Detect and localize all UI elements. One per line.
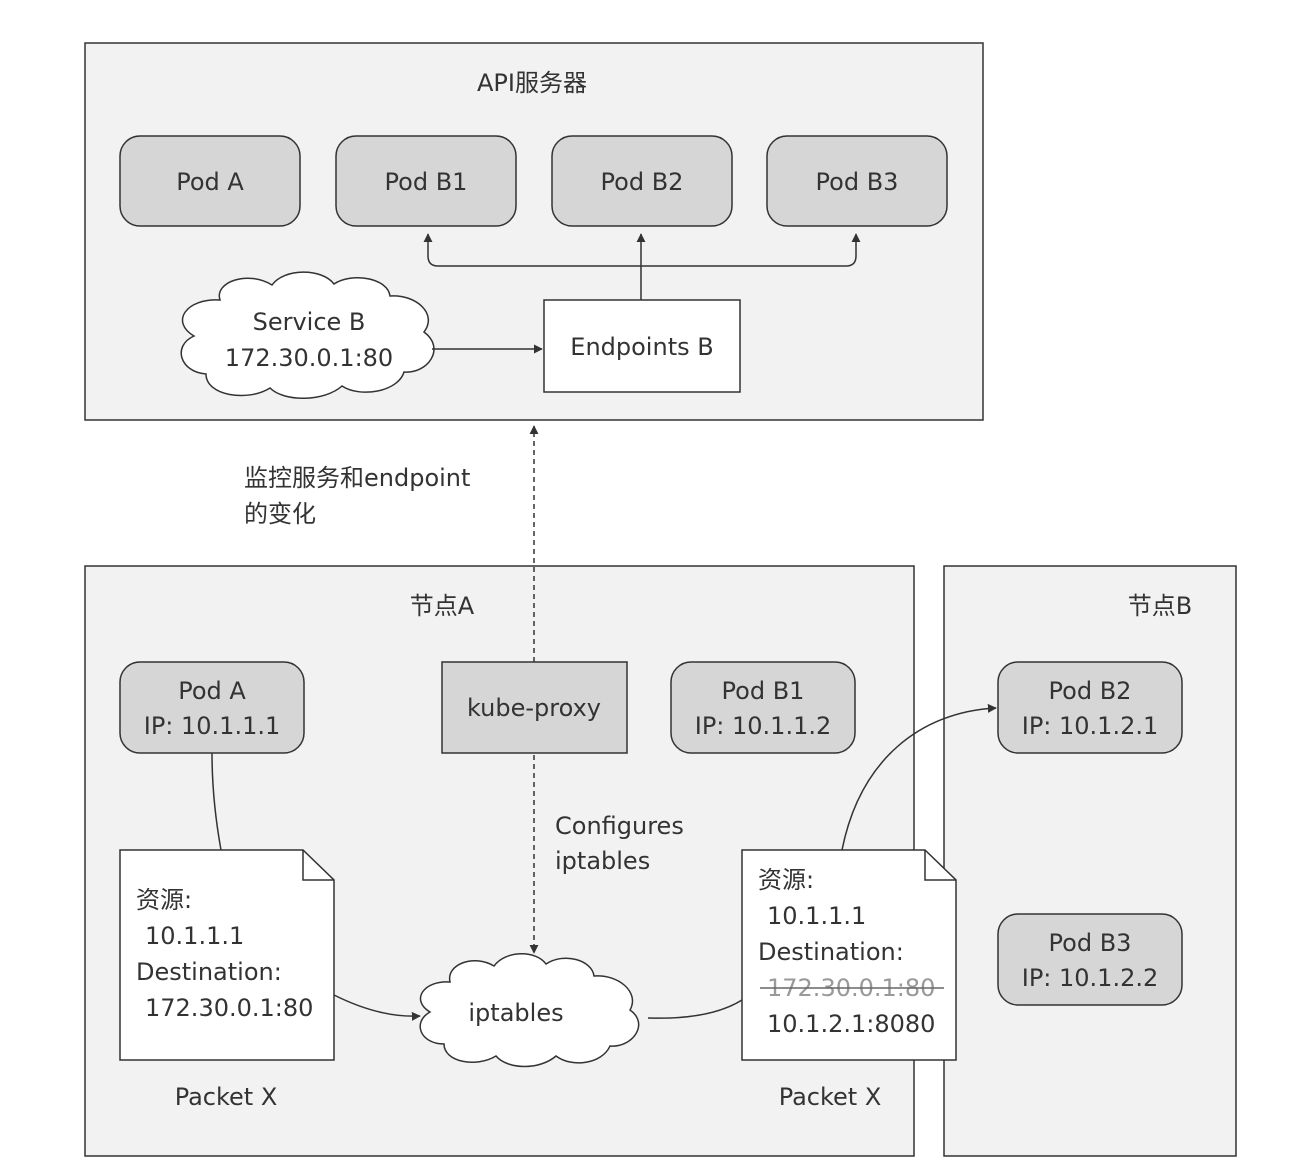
node-a-pod-a-ip: IP: 10.1.1.1 <box>144 712 281 740</box>
node-b-pod-b2: Pod B2 IP: 10.1.2.1 <box>997 661 1183 754</box>
api-pod-b1-label: Pod B1 <box>385 168 468 196</box>
node-b-panel <box>943 565 1237 1157</box>
iptables-label: iptables <box>468 999 563 1027</box>
api-server-title: API服务器 <box>477 69 587 97</box>
api-pod-a-label: Pod A <box>176 168 244 196</box>
watch-label-line2: 的变化 <box>244 500 316 528</box>
packet-left-dest-label: Destination: <box>136 958 282 986</box>
packet-to-iptables-arrow <box>333 994 421 1021</box>
api-pod-b2-label: Pod B2 <box>601 168 684 196</box>
iptables-to-packet-line <box>647 999 743 1019</box>
watch-label-line1: 监控服务和endpoint <box>244 464 470 492</box>
service-b-cloud: Service B 172.30.0.1:80 <box>180 271 435 399</box>
packet-left-dest-ip: 172.30.0.1:80 <box>145 994 313 1022</box>
kube-proxy-box: kube-proxy <box>441 661 628 754</box>
endpoints-b-box: Endpoints B <box>543 299 741 393</box>
configures-label-line1: Configures <box>555 812 684 840</box>
api-pod-b3: Pod B3 <box>766 135 948 227</box>
service-b-ip: 172.30.0.1:80 <box>225 344 393 372</box>
pod-a-to-packet-line <box>211 752 222 851</box>
configures-label-line2: iptables <box>555 847 650 875</box>
packet-left: 资源: 10.1.1.1 Destination: 172.30.0.1:80 <box>119 849 335 1061</box>
node-b-pod-b2-ip: IP: 10.1.2.1 <box>1022 712 1159 740</box>
api-pod-a: Pod A <box>119 135 301 227</box>
node-a-pod-a-name: Pod A <box>178 677 246 705</box>
node-a-pod-b1-name: Pod B1 <box>722 677 805 705</box>
iptables-cloud: iptables <box>419 953 640 1068</box>
packet-right-source-ip: 10.1.1.1 <box>767 902 866 930</box>
packet-right: 资源: 10.1.1.1 Destination: 172.30.0.1:80 … <box>741 849 957 1061</box>
packet-left-source-ip: 10.1.1.1 <box>145 922 244 950</box>
packet-left-source-label: 资源: <box>136 886 192 914</box>
node-a-pod-b1: Pod B1 IP: 10.1.1.2 <box>670 661 856 754</box>
api-pod-b2: Pod B2 <box>551 135 733 227</box>
packet-right-dest-label: Destination: <box>758 938 904 966</box>
endpoints-to-pods-arrows <box>423 233 861 300</box>
packet-right-source-label: 资源: <box>758 866 814 894</box>
packet-right-caption: Packet X <box>779 1083 882 1111</box>
api-pod-b3-label: Pod B3 <box>816 168 899 196</box>
node-a-pod-b1-ip: IP: 10.1.1.2 <box>695 712 832 740</box>
node-b-pod-b3: Pod B3 IP: 10.1.2.2 <box>997 913 1183 1006</box>
endpoints-b-label: Endpoints B <box>570 333 713 361</box>
packet-to-pod-b2-arrow <box>841 703 997 851</box>
node-a-title: 节点A <box>410 592 475 620</box>
node-a-pod-a: Pod A IP: 10.1.1.1 <box>119 661 305 754</box>
packet-left-caption: Packet X <box>175 1083 278 1111</box>
node-b-pod-b2-name: Pod B2 <box>1049 677 1132 705</box>
service-b-name: Service B <box>253 308 366 336</box>
packet-right-dest-new: 10.1.2.1:8080 <box>767 1010 935 1038</box>
node-b-pod-b3-ip: IP: 10.1.2.2 <box>1022 964 1159 992</box>
kube-proxy-label: kube-proxy <box>467 694 601 722</box>
node-b-title: 节点B <box>1128 592 1192 620</box>
api-pod-b1: Pod B1 <box>335 135 517 227</box>
node-b-pod-b3-name: Pod B3 <box>1049 929 1132 957</box>
